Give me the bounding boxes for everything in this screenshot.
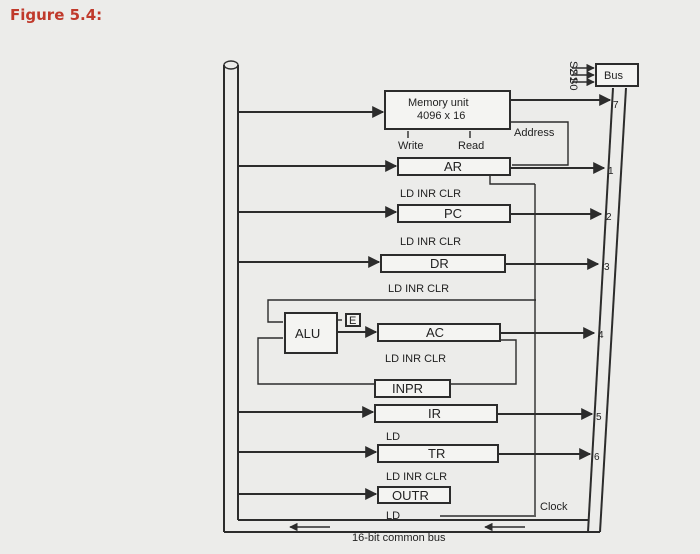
bus-index-7: 7 <box>613 100 619 111</box>
tr-controls: LD INR CLR <box>386 471 447 483</box>
pc-label: PC <box>444 206 462 221</box>
ac-controls: LD INR CLR <box>385 353 446 365</box>
select-line-s1: S1 <box>567 69 579 82</box>
outr-label: OUTR <box>392 488 429 503</box>
ar-label: AR <box>444 159 462 174</box>
e-label: E <box>349 315 356 327</box>
memory-write-label: Write <box>398 140 423 152</box>
bus-label: Bus <box>604 70 623 82</box>
dr-label: DR <box>430 256 449 271</box>
left-bus-pipe <box>223 60 239 532</box>
pc-controls: LD INR CLR <box>400 236 461 248</box>
outr-register <box>377 486 451 504</box>
memory-unit-title: Memory unit <box>408 97 469 109</box>
dr-controls: LD INR CLR <box>388 283 449 295</box>
outr-controls: LD <box>386 510 400 522</box>
bottom-common-bus <box>224 519 600 533</box>
select-line-s0: S0 <box>567 77 579 90</box>
clock-label: Clock <box>540 501 568 513</box>
ar-register <box>397 157 511 176</box>
bus-index-3: 3 <box>604 262 610 273</box>
figure-title: Figure 5.4: <box>10 6 103 24</box>
ac-label: AC <box>426 325 444 340</box>
ir-controls: LD <box>386 431 400 443</box>
ar-controls: LD INR CLR <box>400 188 461 200</box>
select-lines: S2 S1 S0 <box>567 61 595 90</box>
alu-box <box>284 312 338 354</box>
bus-index-4: 4 <box>598 330 604 341</box>
inpr-label: INPR <box>392 381 423 396</box>
memory-unit-box <box>384 90 511 130</box>
right-bus-pipe <box>587 87 627 533</box>
memory-read-label: Read <box>458 140 484 152</box>
bus-index-5: 5 <box>596 412 602 423</box>
alu-label: ALU <box>295 326 320 341</box>
bus-box <box>595 63 639 87</box>
memory-address-label: Address <box>514 127 555 139</box>
tr-label: TR <box>428 446 445 461</box>
bus-index-6: 6 <box>594 452 600 463</box>
ir-label: IR <box>428 406 441 421</box>
bus-index-2: 2 <box>606 212 612 223</box>
common-bus-label: 16-bit common bus <box>352 532 446 544</box>
inpr-register <box>374 379 451 398</box>
e-flipflop <box>345 313 361 327</box>
memory-unit-size: 4096 x 16 <box>417 110 465 122</box>
bus-index-1: 1 <box>608 166 614 177</box>
